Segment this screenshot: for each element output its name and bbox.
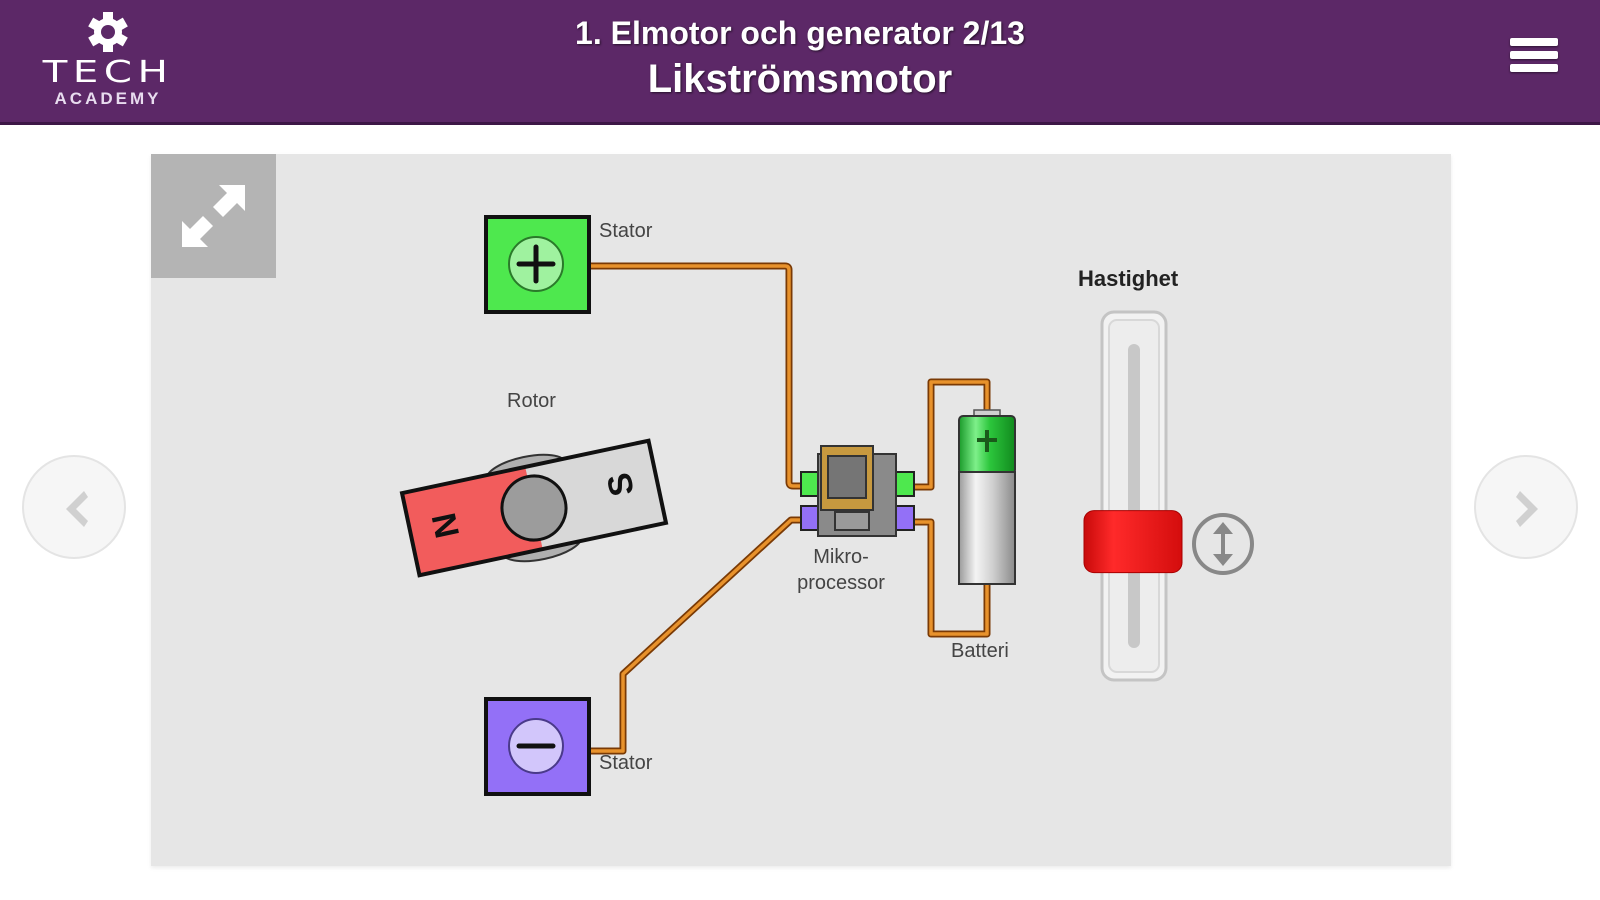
speed-label: Hastighet [1078, 266, 1179, 291]
header-titles: 1. Elmotor och generator 2/13 Likströmsm… [400, 12, 1200, 104]
plus-icon [516, 244, 556, 284]
battery-plus-icon [977, 430, 997, 452]
up-down-arrow-icon [1192, 513, 1254, 575]
previous-page-button[interactable] [22, 455, 126, 559]
microprocessor[interactable] [800, 445, 915, 537]
wire-battery-positive [911, 378, 991, 491]
wire-stator-positive [589, 262, 819, 490]
page-title: Likströmsmotor [647, 57, 953, 101]
battery-label: Batteri [951, 640, 1009, 662]
speed-slider[interactable] [1083, 310, 1183, 682]
simulation-stage: N S Stator Stator Rotor Mikro- processor… [151, 154, 1451, 866]
stator-positive[interactable] [484, 215, 591, 314]
chevron-left-icon [66, 491, 88, 527]
fullscreen-button[interactable] [151, 154, 276, 278]
tech-academy-logo[interactable]: TECH ACADEMY [28, 10, 188, 115]
microprocessor-label: Mikro- processor [791, 544, 891, 596]
app-header: TECH ACADEMY 1. Elmotor och generator 2/… [0, 0, 1600, 125]
slider-thumb[interactable] [1083, 510, 1183, 574]
menu-button[interactable] [1510, 38, 1562, 86]
stator-top-label: Stator [599, 220, 653, 242]
gear-icon [88, 12, 128, 52]
wire-stator-negative [589, 516, 819, 755]
battery[interactable] [958, 409, 1016, 585]
logo-wordmark: TECH [42, 55, 174, 90]
circuit-diagram: N S [399, 215, 1254, 796]
logo-subtitle: ACADEMY [54, 89, 162, 108]
microprocessor-label-line1: Mikro- [813, 546, 869, 568]
stator-negative[interactable] [484, 697, 591, 796]
microprocessor-label-line2: processor [797, 572, 885, 594]
hamburger-menu-icon [1510, 38, 1562, 72]
stator-bottom-label: Stator [599, 752, 653, 774]
rotor-label: Rotor [507, 390, 556, 412]
next-page-button[interactable] [1474, 455, 1578, 559]
chapter-title: 1. Elmotor och generator 2/13 [575, 15, 1025, 51]
rotor-magnet[interactable] [399, 431, 669, 585]
expand-arrows-icon [182, 185, 245, 247]
wire-battery-negative [911, 518, 991, 638]
chevron-right-icon [1516, 491, 1538, 527]
